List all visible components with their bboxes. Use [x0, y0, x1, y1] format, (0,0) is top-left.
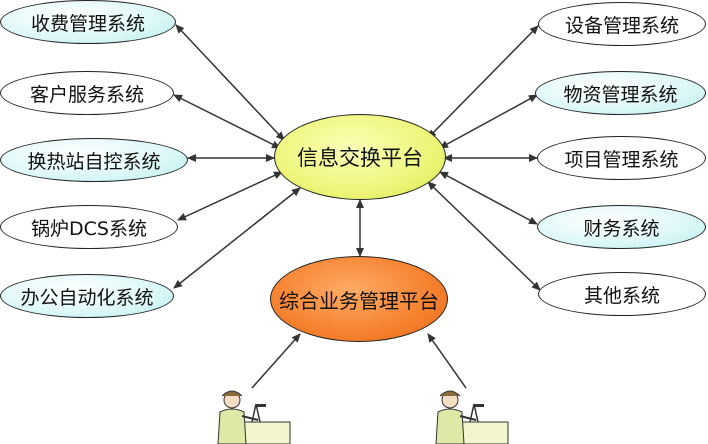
node-label: 锅炉DCS系统	[31, 217, 147, 240]
node-label: 收费管理系统	[30, 12, 145, 35]
connector-arrow	[439, 171, 538, 225]
node-label: 办公自动化系统	[20, 286, 154, 309]
connector-arrow	[173, 187, 301, 289]
node-left-5: 办公自动化系统	[0, 274, 174, 318]
connector-arrow	[427, 333, 467, 389]
platform-node: 综合业务管理平台	[270, 256, 448, 342]
node-label: 财务系统	[583, 217, 660, 240]
node-label: 客户服务系统	[29, 83, 144, 106]
user-at-desk-icon	[435, 390, 509, 444]
node-right-3: 项目管理系统	[537, 136, 706, 180]
node-left-4: 锅炉DCS系统	[0, 205, 178, 249]
node-label: 项目管理系统	[564, 148, 679, 171]
connector-arrow	[177, 171, 283, 221]
node-left-3: 换热站自控系统	[0, 138, 188, 182]
node-left-2: 客户服务系统	[0, 71, 174, 115]
platform-label: 综合业务管理平台	[279, 288, 439, 313]
connector-arrow	[427, 25, 539, 139]
connector-arrow	[251, 333, 301, 389]
connector-arrow	[427, 181, 541, 291]
node-right-5: 其他系统	[538, 272, 706, 316]
node-label: 物资管理系统	[563, 83, 678, 106]
node-label: 设备管理系统	[564, 14, 679, 37]
connector-arrow	[439, 94, 538, 149]
node-right-1: 设备管理系统	[538, 2, 706, 46]
node-left-1: 收费管理系统	[0, 0, 176, 44]
connector-arrow	[173, 94, 281, 149]
node-label: 其他系统	[583, 284, 660, 307]
node-right-4: 财务系统	[537, 205, 706, 249]
hub-node: 信息交换平台	[274, 114, 446, 200]
node-label: 换热站自控系统	[27, 150, 161, 173]
node-right-2: 物资管理系统	[535, 71, 706, 115]
hub-label: 信息交换平台	[297, 146, 423, 170]
user-at-desk-icon	[217, 390, 291, 444]
